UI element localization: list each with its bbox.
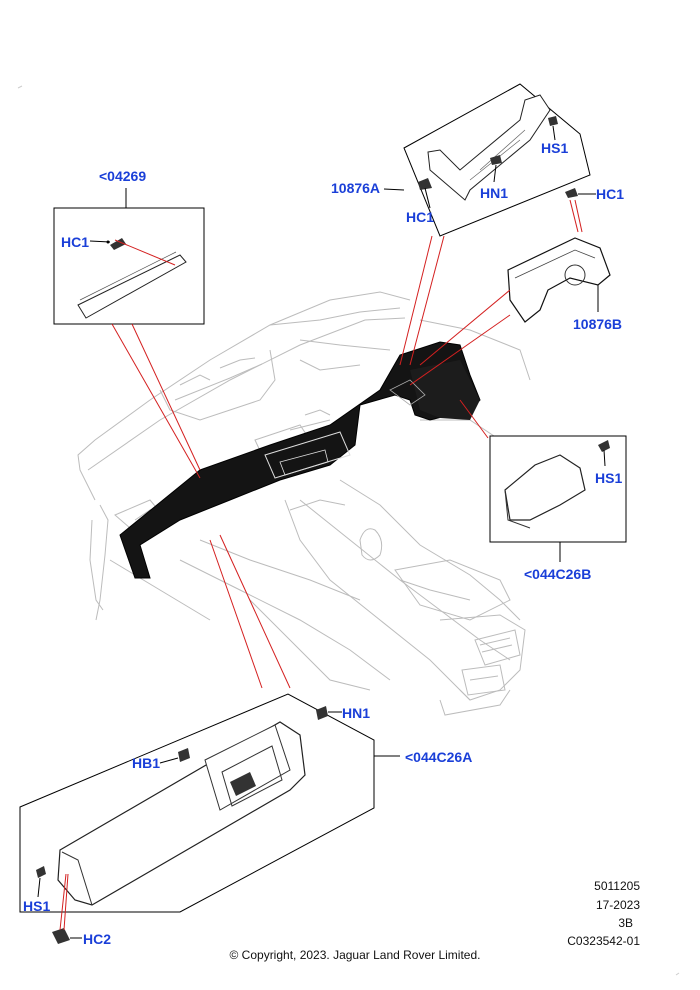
label-hc1-right[interactable]: HC1 xyxy=(596,186,625,202)
label-hc1-left[interactable]: HC1 xyxy=(61,234,90,250)
dash-panel-highlight xyxy=(119,341,481,579)
label-044C26B[interactable]: <044C26B xyxy=(524,566,592,582)
copyright-notice: © Copyright, 2023. Jaguar Land Rover Lim… xyxy=(229,948,481,962)
doc-date-code: 17-2023 xyxy=(595,898,640,912)
label-hc2[interactable]: HC2 xyxy=(83,931,112,947)
doc-revision: 3B xyxy=(618,916,633,930)
box-044C26A xyxy=(19,693,400,944)
part-10876B xyxy=(507,188,611,323)
box-10876A xyxy=(383,83,591,237)
label-hs1-mid[interactable]: HS1 xyxy=(595,470,623,486)
label-hn1-bottom[interactable]: HN1 xyxy=(342,705,371,721)
label-hs1-bottom[interactable]: HS1 xyxy=(23,898,51,914)
box-04269 xyxy=(53,188,205,325)
label-hb1[interactable]: HB1 xyxy=(132,755,161,771)
label-hn1-top[interactable]: HN1 xyxy=(480,185,509,201)
box-044C26B xyxy=(489,435,627,562)
label-hs1-top[interactable]: HS1 xyxy=(541,140,569,156)
corner-mark-br xyxy=(675,972,680,976)
doc-illustration-id: C0323542-01 xyxy=(567,934,640,948)
label-044C26A[interactable]: <044C26A xyxy=(405,749,473,765)
doc-number: 5011205 xyxy=(594,879,640,893)
label-10876A[interactable]: 10876A xyxy=(331,180,381,196)
label-hc1-top[interactable]: HC1 xyxy=(406,209,435,225)
corner-mark xyxy=(17,85,23,89)
label-10876B[interactable]: 10876B xyxy=(573,316,623,332)
label-04269[interactable]: <04269 xyxy=(99,168,147,184)
leader-lines xyxy=(59,199,583,931)
